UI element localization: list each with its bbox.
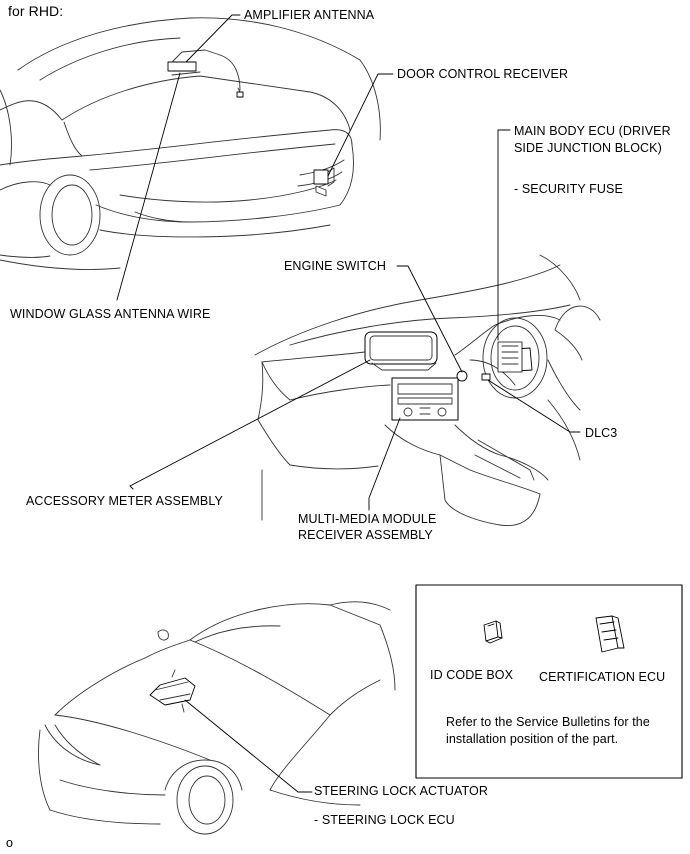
label-door-control-receiver: DOOR CONTROL RECEIVER	[397, 67, 569, 81]
label-steering-lock-ecu: - STEERING LOCK ECU	[314, 813, 455, 827]
market-label: for RHD:	[8, 3, 64, 19]
label-security-fuse: - SECURITY FUSE	[514, 182, 623, 196]
vehicle-rear-illustration	[0, 17, 381, 271]
id-code-box-part	[483, 620, 503, 644]
label-multi-media-line1: MULTI-MEDIA MODULE	[298, 512, 437, 526]
label-steering-lock-actuator: STEERING LOCK ACTUATOR	[314, 784, 488, 798]
label-engine-switch: ENGINE SWITCH	[284, 259, 386, 273]
label-dlc3: DLC3	[585, 426, 618, 440]
label-accessory-meter-assembly: ACCESSORY METER ASSEMBLY	[26, 494, 223, 508]
inset-box	[415, 584, 683, 779]
label-window-glass-antenna-wire: WINDOW GLASS ANTENNA WIRE	[10, 307, 211, 321]
label-id-code-box: ID CODE BOX	[430, 668, 514, 682]
label-certification-ecu: CERTIFICATION ECU	[539, 670, 666, 684]
figure-code: o	[6, 836, 14, 850]
certification-ecu-part	[595, 615, 625, 653]
inset-note-line2: installation position of the part.	[446, 732, 619, 746]
label-main-body-ecu-line1: MAIN BODY ECU (DRIVER	[514, 124, 671, 138]
inset-note-line1: Refer to the Service Bulletins for the	[446, 715, 650, 729]
label-amplifier-antenna: AMPLIFIER ANTENNA	[244, 8, 375, 22]
label-multi-media-line2: RECEIVER ASSEMBLY	[298, 528, 433, 542]
instrument-panel-illustration	[254, 254, 601, 527]
leader-lines	[116, 14, 581, 793]
vehicle-front-illustration	[38, 601, 396, 835]
label-main-body-ecu-line2: SIDE JUNCTION BLOCK)	[514, 141, 662, 155]
